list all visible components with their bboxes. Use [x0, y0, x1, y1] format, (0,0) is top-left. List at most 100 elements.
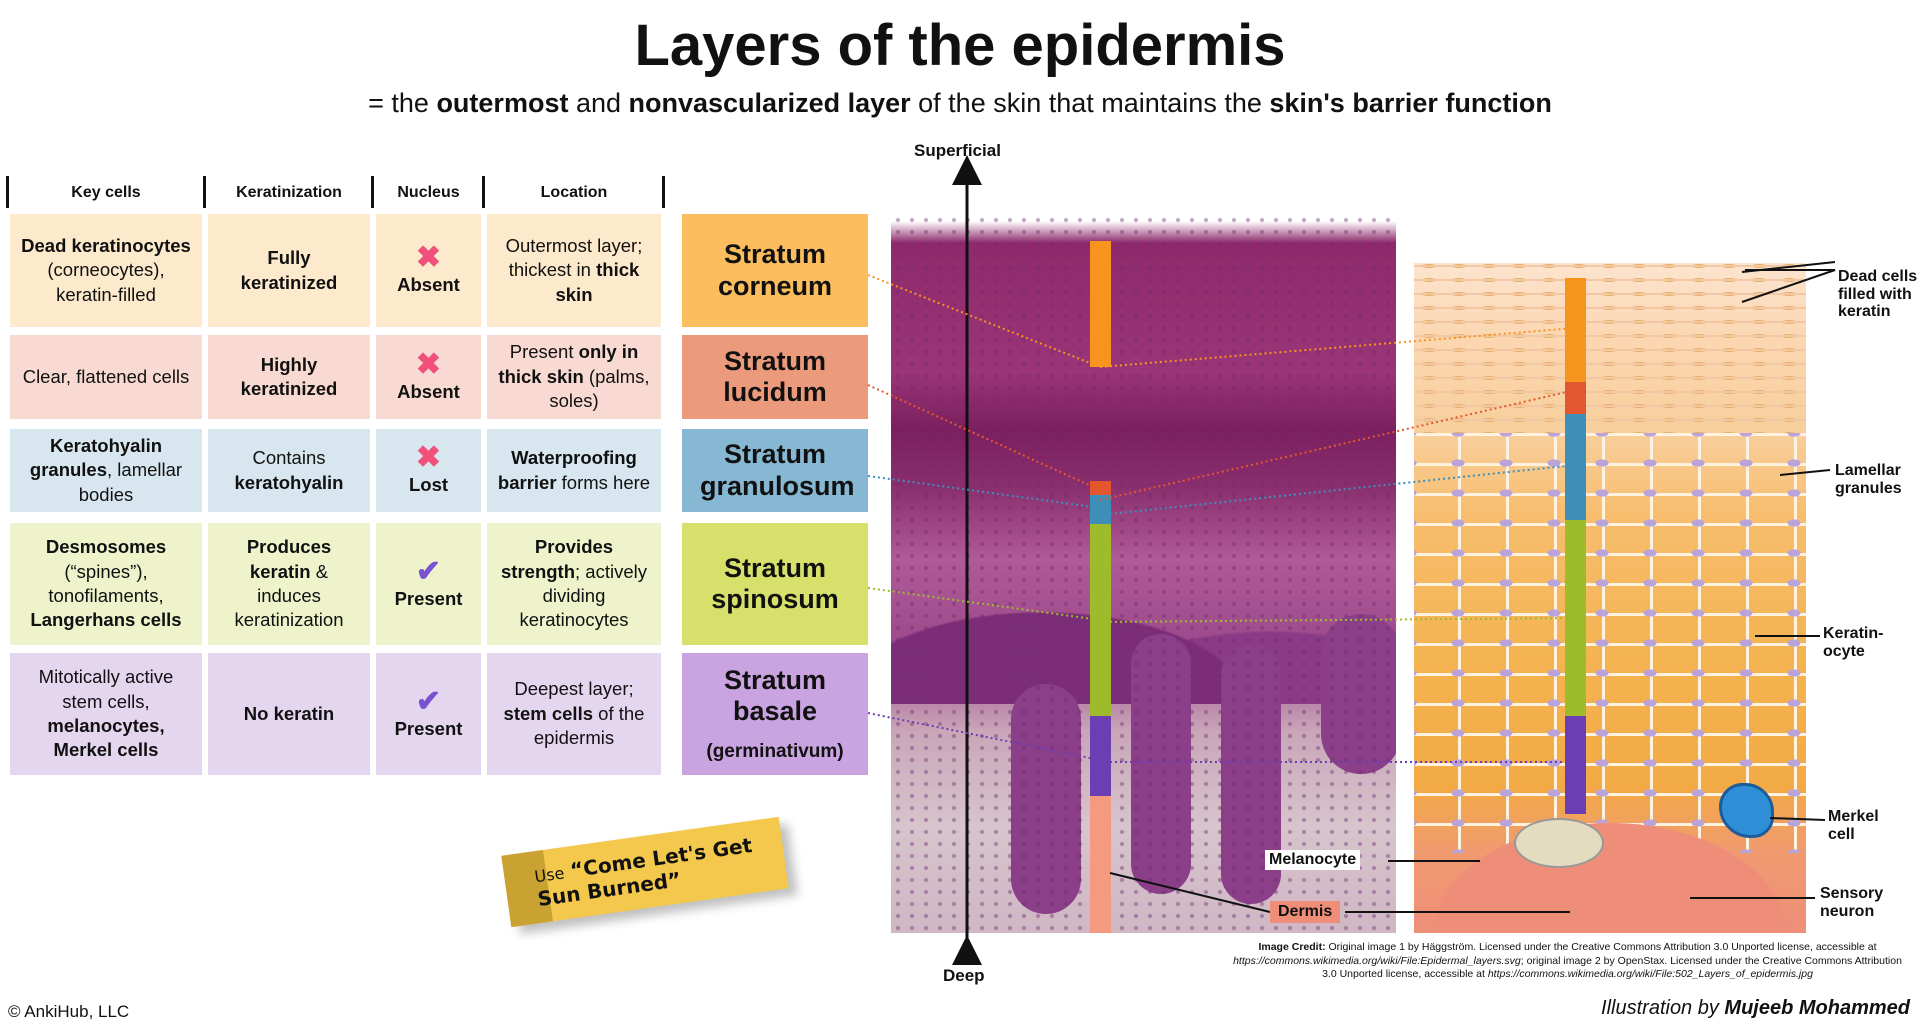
text-segment: Highly keratinized [240, 353, 338, 399]
x-icon: ✖ [415, 241, 442, 275]
layer-bar-granulosum [1565, 414, 1586, 520]
column-divider [662, 176, 665, 208]
column-divider [371, 176, 374, 208]
table-cell-loc: Deepest layer; stem cells of the epiderm… [487, 653, 661, 775]
text-segment: thick skin [555, 259, 640, 305]
cell-text: Fully keratinized [218, 246, 360, 295]
illustration-prefix: Illustration by [1601, 997, 1725, 1019]
subtitle: = the outermost and nonvascularized laye… [0, 88, 1920, 119]
text-segment: Langerhans cells [30, 609, 182, 631]
text-segment: https://commons.wikimedia.org/wiki/File:… [1233, 954, 1521, 967]
table-cell-loc: Provides strength; actively dividing ker… [487, 523, 661, 645]
table-cell-kerat: Contains keratohyalin [208, 429, 370, 512]
table-cell-kerat: No keratin [208, 653, 370, 775]
stratum-label: Stratum granulosum [682, 429, 868, 512]
text-segment: Fully keratinized [240, 247, 338, 293]
table-cell-key: Clear, flattened cells [10, 335, 202, 419]
text-segment: https://commons.wikimedia.org/wiki/File:… [1487, 968, 1813, 981]
stratum-alt-name: (germinativum) [706, 741, 844, 763]
table-cell-key: Desmosomes (“spines”), tonofilaments, La… [10, 523, 202, 645]
text-segment: Outermost layer; thickest in [505, 234, 643, 281]
illustration-credit: Illustration by Mujeeb Mohammed [1601, 997, 1910, 1020]
text-segment: Mitotically active stem cells, [38, 666, 174, 712]
text-segment: Produces keratin [246, 536, 332, 582]
stratum-name: Stratum basale [723, 665, 826, 727]
connector-spinosum [867, 587, 1576, 623]
label-dead-cells: Dead cells filled with keratin [1838, 268, 1918, 321]
label-keratinocyte: Keratin-ocyte [1823, 625, 1884, 660]
layer-bar-lucidum [1565, 382, 1586, 414]
nucleus-status: Absent [397, 380, 460, 402]
table-cell-key: Dead keratinocytes (corneocytes), kerati… [10, 214, 202, 327]
text-segment: , lamellar bodies [78, 459, 183, 505]
table-cell-nucleus: ✔Present [376, 523, 481, 645]
table-cell-kerat: Fully keratinized [208, 214, 370, 327]
cell-text: Keratohyalin granules, lamellar bodies [20, 434, 192, 507]
table-cell-nucleus: ✖Lost [376, 429, 481, 512]
cell-text: Produces keratin & induces keratinizatio… [218, 535, 360, 633]
column-divider [482, 176, 485, 208]
text-segment: (palms, soles) [549, 365, 650, 412]
stratum-name: Stratum spinosum [711, 552, 839, 614]
page-title: Layers of the epidermis [634, 13, 1286, 78]
text-segment: skin's barrier function [1269, 88, 1552, 118]
layer-bar-lucidum [1090, 481, 1111, 495]
column-header: Key cells [71, 184, 141, 201]
column-divider [203, 176, 206, 208]
stratum-label: Stratum lucidum [682, 335, 868, 419]
nucleus-status: Present [394, 587, 463, 609]
copyright: © AnkiHub, LLC [8, 1002, 130, 1021]
x-icon: ✖ [415, 347, 442, 381]
text-segment: No keratin [243, 702, 335, 724]
axis-label-superficial: Superficial [914, 141, 1001, 160]
layer-bar-corneum [1090, 241, 1111, 367]
text-segment: Original image 1 by Häggström. Licensed … [1325, 941, 1877, 953]
stratum-name: Stratum lucidum [723, 345, 827, 407]
text-segment: only in thick skin [498, 341, 639, 387]
text-segment: Dead keratinocytes [21, 234, 191, 256]
text-segment: Deepest layer; [514, 678, 634, 700]
label-dermis: Dermis [1270, 901, 1341, 923]
text-segment: nonvascularized layer [628, 88, 911, 118]
check-icon: ✔ [415, 554, 442, 588]
axis-label-deep: Deep [943, 966, 985, 985]
text-segment: outermost [436, 88, 569, 118]
table-cell-key: Mitotically active stem cells, melanocyt… [10, 653, 202, 775]
nucleus-status: Present [394, 717, 463, 739]
cell-text: Dead keratinocytes (corneocytes), kerati… [20, 234, 192, 307]
layer-bar-basale [1565, 716, 1586, 814]
cell-text: Contains keratohyalin [218, 446, 360, 495]
pointer-lamellar [1779, 469, 1831, 476]
text-segment: of the skin that maintains the [910, 88, 1270, 118]
stratum-name: Stratum granulosum [700, 439, 855, 501]
stratum-label: Stratum corneum [682, 214, 868, 327]
layer-bar-spinosum [1090, 524, 1111, 716]
table-cell-nucleus: ✖Absent [376, 214, 481, 327]
text-segment: ; actively dividing keratinocytes [519, 560, 647, 631]
layer-bar-granulosum [1090, 495, 1111, 524]
cell-text: No keratin [244, 702, 334, 726]
text-segment: ; original image 2 by OpenStax. Licensed… [1322, 954, 1902, 981]
text-segment: and [568, 88, 629, 118]
layer-bar-dermis [1090, 796, 1111, 933]
table-cell-loc: Outermost layer; thickest in thick skin [487, 214, 661, 327]
text-segment: forms here [556, 471, 651, 493]
text-segment: melanocytes, Merkel cells [47, 715, 165, 761]
text-segment: Keratohyalin granules [29, 434, 163, 481]
layer-bar-basale [1090, 716, 1111, 796]
cell-text: Provides strength; actively dividing ker… [497, 535, 651, 633]
table-cell-nucleus: ✔Present [376, 653, 481, 775]
epidermis-illustration [1414, 263, 1806, 933]
connector-lucidum [867, 384, 1576, 501]
cell-text: Waterproofing barrier forms here [497, 446, 651, 495]
melanocyte-cell [1514, 818, 1604, 868]
nucleus-status: Absent [397, 274, 460, 296]
cell-text: Mitotically active stem cells, melanocyt… [20, 665, 192, 763]
text-segment: Contains [252, 447, 326, 469]
merkel-cell [1719, 783, 1774, 838]
illustration-author: Mujeeb Mohammed [1724, 997, 1910, 1019]
text-segment: Desmosomes [45, 536, 167, 558]
layer-bar-corneum [1565, 278, 1586, 382]
text-segment: Image Credit: [1258, 941, 1326, 953]
text-segment: Present [509, 341, 579, 363]
